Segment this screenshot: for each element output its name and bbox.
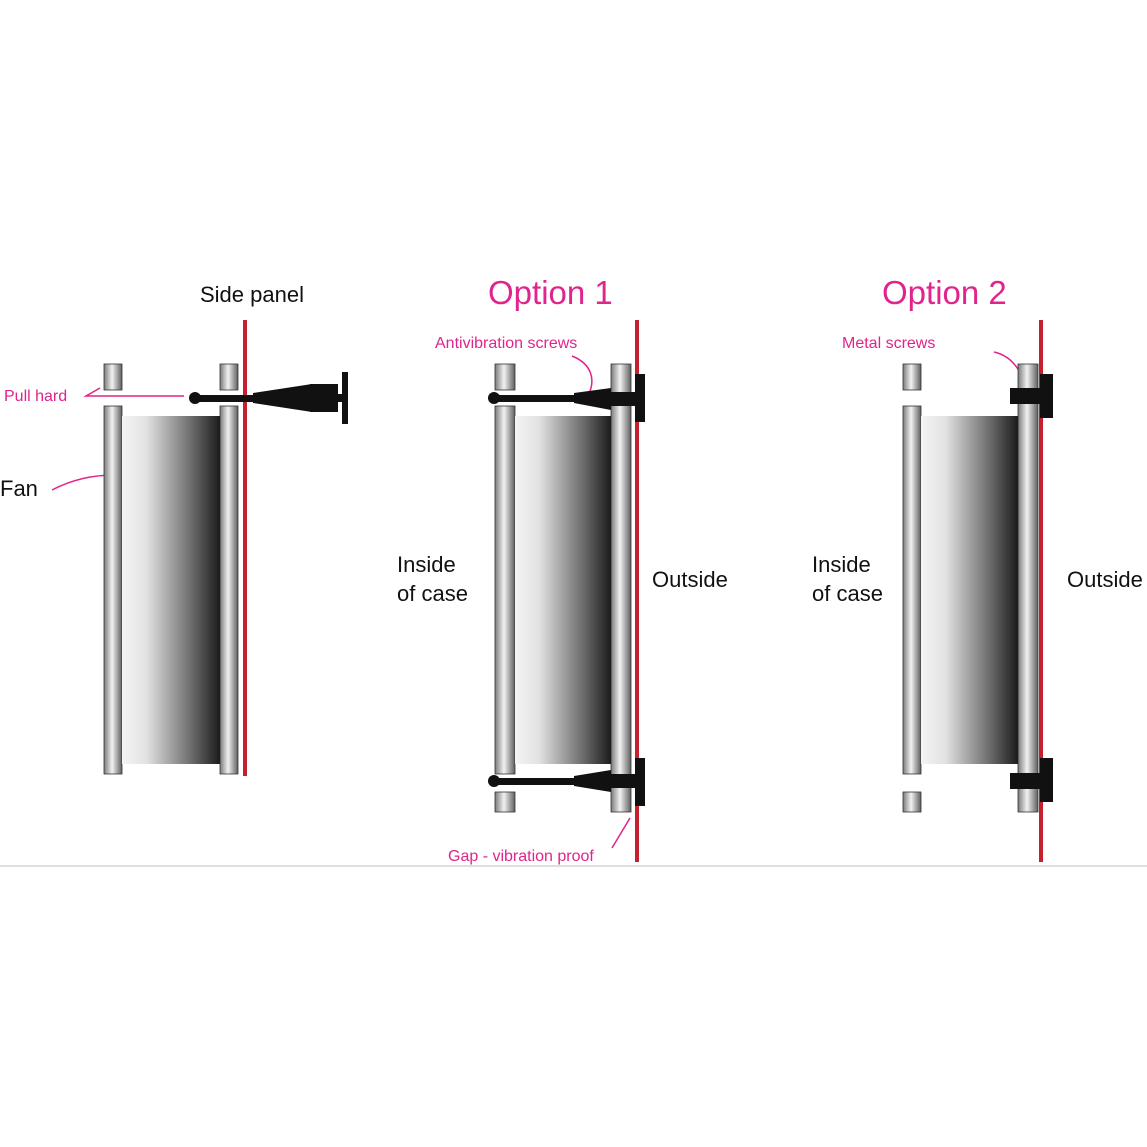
metal-screws-label: Metal screws: [842, 335, 935, 352]
option1-outside-label: Outside: [652, 567, 728, 592]
o2-frame-right: [1017, 363, 1039, 813]
o1-antivibration-screw-bottom: [488, 758, 645, 806]
o1-frame-left-top: [494, 363, 516, 391]
option1-inside-line2: of case: [397, 581, 468, 606]
o1-frame-left: [494, 405, 516, 775]
o2-frame-left-top: [902, 363, 922, 391]
panel-option-1: Option 1 Antivibration screws Inside of …: [397, 274, 728, 865]
panel-pull-method: Side panel Pull hard Fan: [0, 282, 348, 776]
fan-label: Fan: [0, 476, 38, 501]
o2-metal-screw-top: [1010, 374, 1053, 418]
gap-vibration-proof-label: Gap - vibration proof: [448, 848, 594, 865]
o1-frame-right: [610, 363, 632, 813]
side-panel-label: Side panel: [200, 282, 304, 307]
frame-left-top: [103, 363, 123, 391]
o2-fan-body: [921, 416, 1018, 764]
o2-frame-left: [902, 405, 922, 775]
option1-inside-line1: Inside: [397, 552, 456, 577]
gap-pointer: [611, 817, 631, 849]
o1-antivibration-screw-top: [488, 374, 645, 422]
fan-body: [122, 416, 220, 764]
o1-fan-body: [515, 416, 611, 764]
frame-right: [219, 405, 239, 775]
option2-inside-line1: Inside: [812, 552, 871, 577]
o2-frame-left-bottom: [902, 791, 922, 813]
side-panel: [243, 320, 247, 776]
option2-title: Option 2: [882, 274, 1007, 311]
frame-right-top: [219, 363, 239, 391]
option1-title: Option 1: [488, 274, 613, 311]
option2-outside-label: Outside: [1067, 567, 1143, 592]
pull-hard-label: Pull hard: [4, 388, 67, 405]
pull-arrow: [83, 387, 184, 397]
panel-option-2: Option 2 Metal screws Inside of case Out…: [812, 274, 1143, 862]
o2-side-panel: [1039, 320, 1043, 862]
option2-inside-line2: of case: [812, 581, 883, 606]
o1-side-panel: [635, 320, 639, 862]
antivibration-screws-label: Antivibration screws: [435, 335, 577, 352]
antivibration-pointer: [571, 355, 593, 397]
frame-left: [103, 405, 123, 775]
o2-metal-screw-bottom: [1010, 758, 1053, 802]
rubber-mount-pulled: [189, 372, 348, 424]
o1-frame-left-bottom: [494, 791, 516, 813]
